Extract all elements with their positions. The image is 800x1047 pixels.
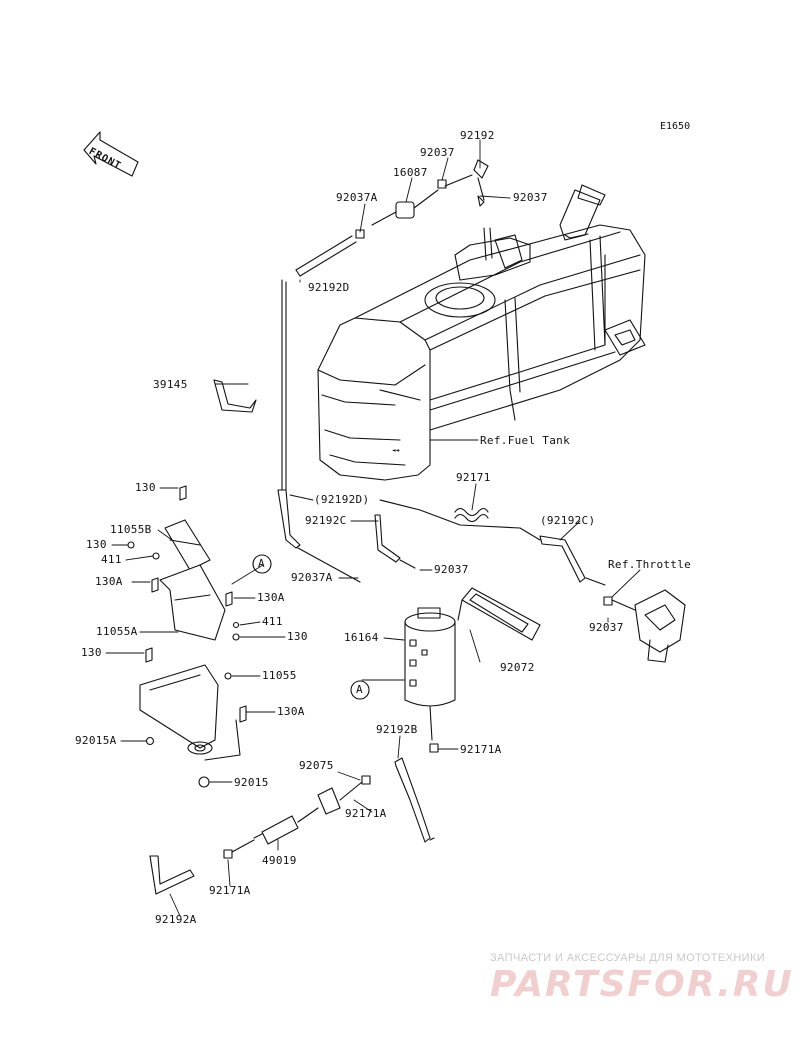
callout-92192A[interactable]: 92192A: [155, 913, 197, 926]
throttle-body: [603, 589, 686, 663]
callout-ref-throttle[interactable]: Ref.Throttle: [608, 558, 692, 571]
callout-92171A-b[interactable]: 92171A: [345, 807, 387, 820]
callout-92037-d[interactable]: 92037: [589, 621, 624, 634]
callout-16164[interactable]: 16164: [344, 631, 379, 644]
callout-92171[interactable]: 92171: [456, 471, 491, 484]
hose-92192d: [277, 489, 361, 583]
callout-411-a[interactable]: 411: [101, 553, 122, 566]
callout-130-c[interactable]: 130: [287, 630, 308, 643]
callout-92037A-mid[interactable]: 92037A: [291, 571, 333, 584]
canister-16164: [404, 607, 456, 741]
callout-130-d[interactable]: 130: [81, 646, 102, 659]
callout-92192D[interactable]: 92192D: [308, 281, 350, 294]
callout-49019[interactable]: 49019: [262, 854, 297, 867]
bracket-stack-11055: [139, 519, 241, 761]
callout-39145[interactable]: 39145: [153, 378, 188, 391]
hose-92192c: [374, 499, 606, 586]
callout-ref-fuel-tank[interactable]: Ref.Fuel Tank: [480, 434, 570, 447]
svg-text:◄◄: ◄◄: [392, 447, 400, 454]
callout-92037-a[interactable]: 92037: [420, 146, 455, 159]
callout-130A-a[interactable]: 130A: [95, 575, 123, 588]
reference-marker-icon: [252, 554, 370, 700]
callout-16087[interactable]: 16087: [393, 166, 428, 179]
leader-lines: [105, 139, 641, 917]
callout-92192-top[interactable]: 92192: [460, 129, 495, 142]
reference-marker-a-upper: A: [258, 557, 265, 570]
clip-92171: [454, 507, 489, 523]
diagram-code: E1650: [660, 121, 691, 132]
callout-92072[interactable]: 92072: [500, 661, 535, 674]
callout-92192C[interactable]: 92192C: [305, 514, 347, 527]
callout-92192B[interactable]: 92192B: [376, 723, 418, 736]
callout-130-a[interactable]: 130: [135, 481, 156, 494]
callout-411-b[interactable]: 411: [262, 615, 283, 628]
front-arrow-icon: [83, 131, 139, 177]
callout-92192C-paren[interactable]: (92192C): [540, 514, 596, 527]
fuel-tank-drawing: ◄◄: [317, 184, 646, 481]
clip-39145: [213, 379, 257, 413]
reference-marker-a-lower: A: [356, 683, 363, 696]
bracket-92072: [457, 587, 541, 641]
lower-fuel-line: [149, 743, 439, 895]
callout-11055[interactable]: 11055: [262, 669, 297, 682]
callout-92171A-a[interactable]: 92171A: [460, 743, 502, 756]
callout-92075[interactable]: 92075: [299, 759, 334, 772]
bolts: [127, 485, 247, 788]
watermark-tagline: ЗАПЧАСТИ И АКСЕССУАРЫ ДЛЯ МОТОТЕХНИКИ: [490, 952, 766, 964]
callout-130A-c[interactable]: 130A: [277, 705, 305, 718]
callout-92015[interactable]: 92015: [234, 776, 269, 789]
callout-92192D-paren[interactable]: (92192D): [314, 493, 370, 506]
callout-92171A-c[interactable]: 92171A: [209, 884, 251, 897]
vent-hose-assembly: [281, 159, 489, 491]
watermark-logo: PARTSFOR.RU: [490, 964, 794, 1005]
callout-92037A-top[interactable]: 92037A: [336, 191, 378, 204]
callout-92037-c[interactable]: 92037: [434, 563, 469, 576]
callout-92015A[interactable]: 92015A: [75, 734, 117, 747]
callout-11055A[interactable]: 11055A: [96, 625, 138, 638]
callout-11055B[interactable]: 11055B: [110, 523, 152, 536]
callout-130-b[interactable]: 130: [86, 538, 107, 551]
callout-130A-b[interactable]: 130A: [257, 591, 285, 604]
callout-92037-b[interactable]: 92037: [513, 191, 548, 204]
